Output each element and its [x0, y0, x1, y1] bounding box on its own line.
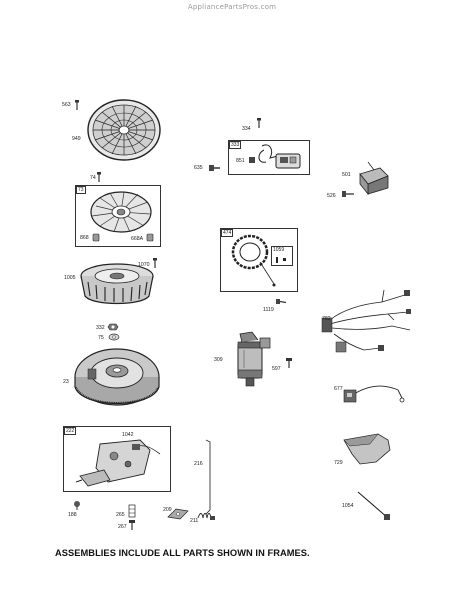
wire-connector-part-677[interactable] [340, 378, 406, 408]
callout-782: 782 [322, 316, 331, 322]
spacer-part-668a[interactable] [146, 233, 154, 242]
screw-part-267[interactable] [128, 520, 136, 530]
callout-668a: 668A [131, 236, 144, 242]
callout-1070: 1070 [138, 262, 150, 268]
callout-501: 501 [342, 172, 351, 178]
frame-tag-222: 222 [64, 427, 77, 435]
callout-267: 267 [118, 524, 127, 530]
callout-1005: 1005 [64, 275, 76, 281]
assemblies-note: ASSEMBLIES INCLUDE ALL PARTS SHOWN IN FR… [55, 548, 310, 558]
screw-part-1119[interactable] [276, 298, 287, 306]
callout-209: 209 [163, 507, 172, 513]
screw-part-188[interactable] [72, 500, 82, 510]
starter-motor-part-309[interactable] [232, 331, 276, 388]
fan-part-73[interactable] [88, 188, 154, 240]
wiring-harness-part-782[interactable] [321, 289, 412, 358]
governor-rod-part-216[interactable] [202, 436, 214, 516]
callout-1119: 1119 [263, 307, 274, 313]
blower-housing-part-949[interactable] [84, 94, 164, 166]
connector-part-1059[interactable] [274, 256, 290, 264]
callout-677: 677 [334, 386, 343, 392]
spring-part-265[interactable] [128, 504, 136, 518]
callout-563: 563 [62, 102, 71, 108]
frame-222 [63, 426, 171, 492]
callout-334: 334 [242, 126, 251, 132]
callout-1042: 1042 [122, 432, 134, 438]
screw-part-526[interactable] [342, 190, 354, 198]
control-bracket-part-222[interactable] [70, 438, 166, 490]
alternator-part-474[interactable] [230, 232, 280, 290]
frame-73 [75, 185, 161, 247]
cover-plate-part-729[interactable] [340, 432, 392, 466]
ignition-module-part-333[interactable] [252, 142, 308, 174]
callout-597: 597 [272, 366, 281, 372]
bolt-part-635[interactable] [208, 162, 220, 174]
frame-tag-474: 474 [221, 229, 234, 237]
screw-part-74[interactable] [96, 172, 102, 182]
callout-635: 635 [194, 165, 203, 171]
flywheel-fan-part-1005[interactable] [78, 258, 156, 314]
screw-part-563[interactable] [74, 100, 80, 110]
callout-75: 75 [98, 335, 104, 341]
cable-tie-part-1054[interactable] [356, 490, 392, 522]
watermark: AppliancePartsPros.com [187, 3, 277, 11]
frame-tag-1059: 1059 [272, 247, 286, 253]
screw-part-1070[interactable] [152, 258, 158, 268]
callout-868: 868 [80, 235, 89, 241]
flywheel-part-23[interactable] [72, 345, 162, 415]
rectifier-part-501[interactable] [354, 161, 394, 196]
callout-74: 74 [90, 175, 96, 181]
spring-part-211[interactable] [196, 510, 216, 522]
callout-309: 309 [214, 357, 223, 363]
callout-949: 949 [72, 136, 81, 142]
screw-part-597[interactable] [285, 358, 293, 368]
nut-part-332[interactable] [107, 323, 119, 331]
callout-851: 851 [236, 158, 245, 164]
callout-188: 188 [68, 512, 77, 518]
callout-1054: 1054 [342, 503, 354, 509]
callout-526: 526 [327, 193, 336, 199]
frame-474 [220, 228, 298, 292]
screw-part-851[interactable] [248, 156, 256, 164]
callout-216: 216 [194, 461, 203, 467]
screw-part-334[interactable] [256, 118, 262, 128]
callout-332: 332 [96, 325, 105, 331]
frame-tag-333: 333 [229, 141, 242, 149]
frame-tag-73: 73 [76, 186, 86, 194]
callout-211: 211 [190, 518, 199, 524]
callout-23: 23 [63, 379, 69, 385]
callout-265: 265 [116, 512, 125, 518]
bracket-part-209[interactable] [166, 507, 190, 521]
callout-729: 729 [334, 460, 343, 466]
frame-333 [228, 140, 310, 175]
spacer-part-868[interactable] [92, 233, 100, 242]
frame-1059 [271, 246, 293, 266]
washer-part-75[interactable] [108, 333, 120, 341]
